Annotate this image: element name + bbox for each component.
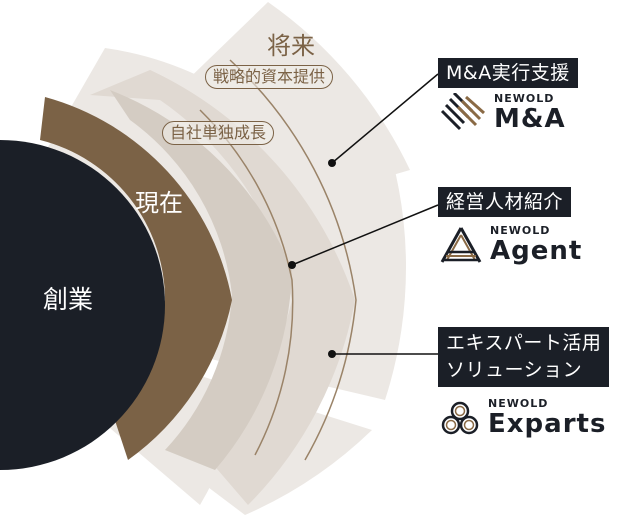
logo-ma-brand-big: M&A <box>494 104 566 134</box>
fan-ring-mid-top <box>90 70 230 120</box>
logo-agent-brand-small: NEWOLD <box>490 224 551 237</box>
stage-future-label: 将来 <box>267 32 315 60</box>
service-label-exparts-line1: エキスパート活用 <box>446 332 602 354</box>
pill-independent-growth: 自社単独成長 <box>162 121 275 145</box>
fan-ring-mid <box>150 70 355 505</box>
logo-ma-brand-small: NEWOLD <box>494 92 555 105</box>
stage-founding-label: 創業 <box>43 285 94 314</box>
connector-agent <box>291 204 439 266</box>
logo-exparts-brand-big: Exparts <box>488 409 607 439</box>
woven-heart-icon <box>440 93 485 131</box>
stage-present-label: 現在 <box>135 189 183 217</box>
logo-newold-exparts: NEWOLD Exparts <box>440 398 606 438</box>
present-sector <box>40 97 232 460</box>
connector-dot-agent <box>288 261 296 269</box>
connector-ma <box>331 73 439 164</box>
striped-a-icon <box>440 227 482 263</box>
logo-newold-agent: NEWOLD Agent <box>440 225 582 265</box>
logo-exparts-brand-small: NEWOLD <box>488 397 549 410</box>
logo-newold-ma: NEWOLD M&A <box>440 93 566 133</box>
connector-dot-ma <box>328 159 336 167</box>
pill-strategic-capital: 戦略的資本提供 <box>205 65 334 89</box>
service-label-agent: 経営人材紹介 <box>438 187 572 217</box>
service-label-exparts: エキスパート活用 ソリューション <box>438 327 610 387</box>
arc-line-present <box>199 109 294 456</box>
founding-circle <box>0 140 165 470</box>
arc-line-future <box>229 59 357 461</box>
service-label-exparts-line2: ソリューション <box>446 359 583 381</box>
logo-agent-brand-big: Agent <box>490 236 583 266</box>
service-label-ma: M&A実行支援 <box>438 58 578 88</box>
fan-ring-inner <box>110 90 292 470</box>
connector-dot-exparts <box>328 350 336 358</box>
trefoil-knot-icon <box>441 401 479 435</box>
